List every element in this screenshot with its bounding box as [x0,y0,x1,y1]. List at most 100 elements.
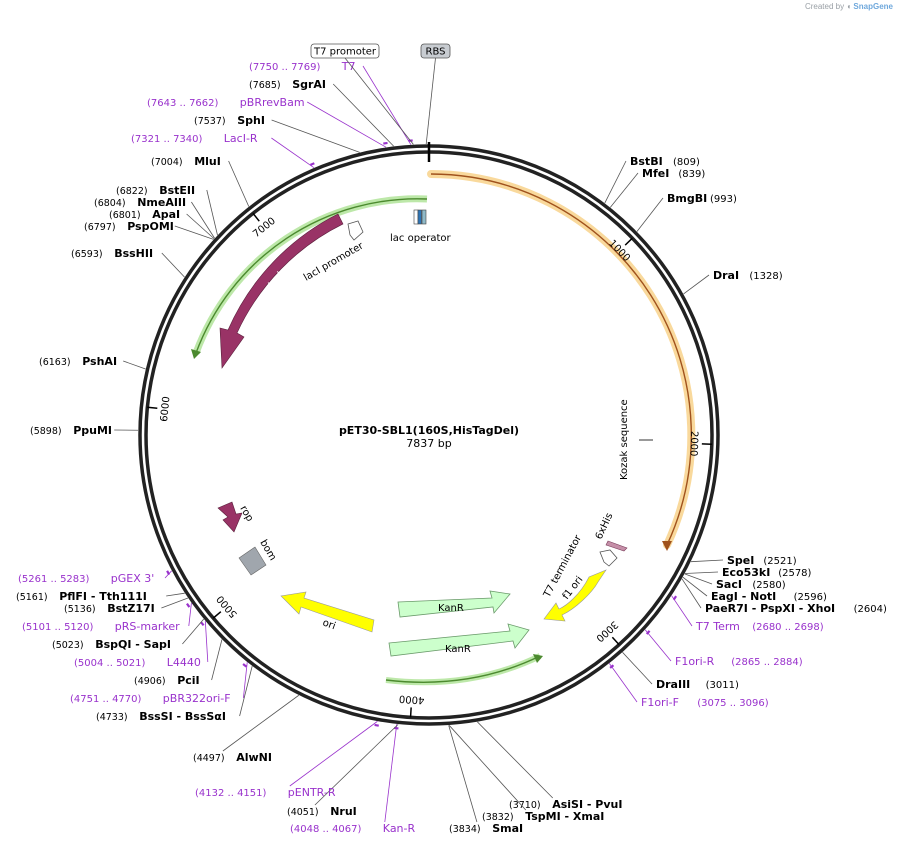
site-name-ppumi: PpuMI [73,424,112,437]
site-bmgbi[interactable]: (993)BmgBI [636,192,737,232]
site-bstz17i[interactable]: (5136)BstZ17I [64,597,189,615]
site-lacir[interactable]: (7321 .. 7340)LacI-R [131,132,315,169]
site-name-pshai: PshAI [82,355,117,368]
boxed-label-rbs[interactable]: RBS [420,43,451,145]
site-f1orif[interactable]: (3075 .. 3096)F1ori-F [608,663,769,709]
site-eco53ki[interactable]: (2578)Eco53kI [684,566,812,579]
site-range-pcii: (4906) [134,676,166,687]
lac-operator-block-1 [413,209,419,225]
site-bstbi[interactable]: (809)BstBI [604,155,700,204]
site-leader-nmeaiii [191,201,215,239]
site-tth111i[interactable]: (5161)PflFI - Tth111I [16,590,185,603]
site-range-paer7i: (2604) [854,604,887,615]
site-name-smai: SmaI [492,822,523,835]
kanr-label-1: KanR [438,603,464,614]
rop-label: rop [237,504,255,524]
site-name-f1orif: F1ori-F [641,696,679,709]
site-bsteii[interactable]: (6822)BstEII [116,184,218,236]
site-xmai[interactable]: (3832)TspMI - XmaI [448,725,604,823]
site-name-alwni: AlwNI [236,751,272,764]
site-draiii[interactable]: (3011)DraIII [622,652,739,691]
site-sapi[interactable]: (5023)BspQI - SapI [52,618,204,651]
t7-region-arc-glow [427,170,696,549]
site-name-bstz17i: BstZ17I [107,602,155,615]
site-name-bsteii: BstEII [159,184,195,197]
tick-4000 [409,707,412,718]
site-apai[interactable]: (6801)ApaI [109,208,215,240]
primer-mark-prs [186,602,191,608]
site-leader-pbr322 [243,662,248,699]
site-paer7i[interactable]: (2604) PaeR7I - PspXI - XhoI [681,578,887,615]
site-range-pbr322: (4751 .. 4770) [70,694,142,705]
boxed-leader-rbs [425,57,436,145]
site-range-mlui: (7004) [151,157,183,168]
primer-mark-pbr322 [242,663,248,668]
site-bsssi[interactable]: (4733)BssSI - BssSαI [96,666,253,723]
site-name-pspomi: PspOMI [127,220,174,233]
site-pbr322[interactable]: (4751 .. 4770)pBR322ori-F [70,662,248,705]
site-name-paer7i: PaeR7I - PspXI - XhoI [705,602,835,615]
site-prs[interactable]: (5101 .. 5120)pRS-marker [22,602,192,633]
boxed-label-t7promoter[interactable]: T7 promoter [310,43,414,145]
site-t7term[interactable]: (2680 .. 2698)T7 Term [671,595,824,633]
site-range-bsssi: (4733) [96,712,128,723]
site-pcii[interactable]: (4906)PciI [134,639,223,687]
site-drai[interactable]: (1328)DraI [683,269,783,295]
site-name-xmai: TspMI - XmaI [525,810,604,823]
site-range-spei: (2521) [763,556,796,567]
site-pspomi[interactable]: (6797) PspOMI [84,220,214,240]
site-name-kanr_p: Kan-R [383,822,416,835]
plasmid-name: pET30-SBL1(160S,HisTagDel) [339,424,519,437]
primer-mark-t7term [672,595,678,601]
site-smai[interactable]: (3834)SmaI [448,725,523,835]
primer-mark-lacir [309,162,315,166]
site-range-kanr_p: (4048 .. 4067) [290,824,362,835]
credit: Created by ◖ SnapGene [805,2,893,11]
site-sphi[interactable]: (7537)SphI [194,114,360,153]
site-saci[interactable]: (2580)SacI [684,573,786,591]
site-range-drai: (1328) [749,271,782,282]
site-pbrrevbam[interactable]: (7643 .. 7662)pBRrevBam [147,96,388,148]
site-leader-t7p [362,65,412,145]
site-range-pentr: (4132 .. 4151) [195,788,267,799]
site-spei[interactable]: (2521)SpeI [690,554,797,567]
site-mlui[interactable]: (7004) MluI [151,155,250,207]
site-eagi[interactable]: (2596)EagI - NotI [682,576,827,603]
site-alwni[interactable]: (4497)AlwNI [193,694,300,764]
tick-5000 [212,611,222,619]
site-nrui[interactable]: (4051)NruI [287,724,399,818]
site-mfei[interactable]: (839)MfeI [610,167,705,208]
kanr-arrow-2 [388,623,530,657]
site-range-pspomi: (6797) [84,222,116,233]
site-kanr_p[interactable]: (4048 .. 4067) Kan-R [290,724,416,835]
site-pvui[interactable]: (3710)AsiSI - PvuI [477,721,622,811]
lac-operator-arrowhead [191,349,201,359]
tick-7000 [252,212,260,222]
site-range-sgrai: (7685) [249,80,281,91]
site-ppumi[interactable]: (5898)PpuMI [30,424,139,437]
site-nmeaiii[interactable]: (6804)NmeAIII [94,196,215,239]
site-name-sphi: SphI [237,114,265,127]
site-leader-sapi [182,618,204,645]
plasmid-length: 7837 bp [406,437,451,450]
site-name-mlui: MluI [194,155,221,168]
site-name-nmeaiii: NmeAIII [137,196,186,209]
site-f1orir[interactable]: (2865 .. 2884)F1ori-R [644,629,803,668]
site-leader-pvui [477,721,554,799]
site-pentr[interactable]: (4132 .. 4151)pENTR-R [195,721,379,799]
site-range-saci: (2580) [752,580,785,591]
site-leader-sgrai [332,83,394,147]
site-pshai[interactable]: (6163)PshAI [39,355,146,370]
site-name-bsshii: BssHII [114,247,153,260]
site-l4440[interactable]: (5004 .. 5021)L4440 [74,621,209,669]
credit-brand: SnapGene [853,2,893,11]
tick-label-5000: 5000 [215,593,240,620]
site-sgrai[interactable]: (7685)SgrAI [249,78,394,147]
site-pgex3[interactable]: (5261 .. 5283)pGEX 3' [18,570,172,585]
credit-prefix: Created by [804,2,845,11]
site-leader-l4440 [204,621,209,663]
site-range-nrui: (4051) [287,807,319,818]
site-name-f1orir: F1ori-R [675,655,715,668]
site-bsshii[interactable]: (6593)BssHII [71,247,185,278]
site-leader-xmai [448,725,527,811]
